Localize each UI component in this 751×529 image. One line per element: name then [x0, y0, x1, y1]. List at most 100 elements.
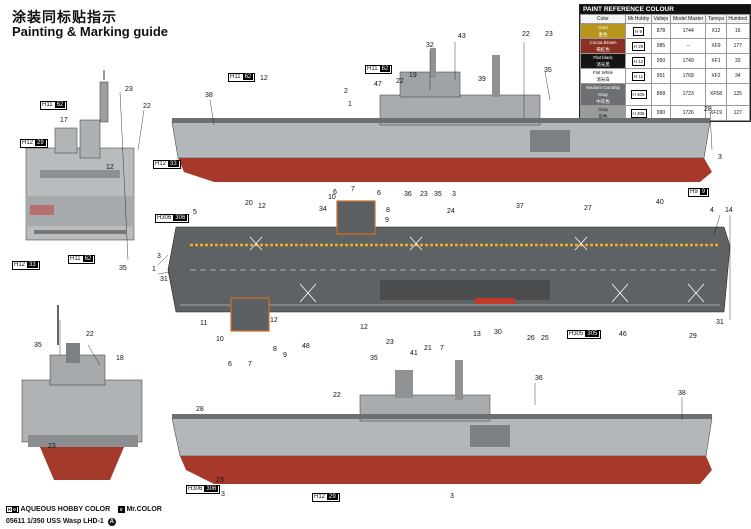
paint-mrhobby: H 306: [624, 105, 653, 121]
bow-view-upper: [25, 70, 135, 241]
callout-number: 23: [48, 443, 56, 450]
callout-number: 1: [348, 101, 352, 108]
callout-number: 13: [473, 331, 481, 338]
callout-number: 3: [221, 491, 225, 498]
callout-number: 25: [541, 335, 549, 342]
callout-number: 40: [656, 199, 664, 206]
callout-number: 35: [434, 191, 442, 198]
callout-number: 35: [119, 265, 127, 272]
callout-number: 23: [125, 86, 133, 93]
callout-number: 7: [351, 186, 355, 193]
callout-number: 30: [494, 329, 502, 336]
callout-number: 12: [260, 75, 268, 82]
callout-number: 27: [584, 205, 592, 212]
callout-number: 23: [216, 477, 224, 484]
paint-table-header: Color Mr.Hobby Vallejo Model Master Tami…: [580, 14, 751, 24]
callout-number: 10: [216, 336, 224, 343]
callout-number: 1: [152, 266, 156, 273]
callout-number: 20: [245, 200, 253, 207]
callout-number: 39: [478, 76, 486, 83]
legend-aqueous-label: AQUEOUS HOBBY COLOR: [20, 506, 111, 513]
callout-number: 12: [270, 317, 278, 324]
callout-number: 23: [420, 191, 428, 198]
callout-number: 12: [106, 164, 114, 171]
callout-number: 41: [410, 350, 418, 357]
callout-number: 46: [619, 331, 627, 338]
flight-deck-view: [167, 200, 731, 332]
callout-number: 22: [333, 392, 341, 399]
paint-mrhobby: H 305: [624, 83, 653, 106]
title-chinese: 涂装同标贴指示: [12, 10, 117, 26]
callout-number: 3: [452, 191, 456, 198]
callout-number: 22: [143, 103, 151, 110]
callout-number: 4: [710, 207, 714, 214]
callout-number: 31: [160, 276, 168, 283]
paint-reference-table: PAINT REFERENCE COLOUR Color Mr.Hobby Va…: [579, 4, 751, 122]
kit-title: 05611 1/350 USS Wasp LHD-1: [6, 518, 104, 525]
callout-number: 18: [116, 355, 124, 362]
sheet-badge: A: [107, 518, 116, 526]
callout-number: 12: [258, 203, 266, 210]
callout-number: 28: [196, 406, 204, 413]
callout-number: 17: [60, 117, 68, 124]
callout-number: 12: [360, 324, 368, 331]
callout-number: 6: [333, 189, 337, 196]
callout-number: 26: [527, 335, 535, 342]
bow-view-lower: [21, 305, 143, 480]
callout-number: 22: [86, 331, 94, 338]
callout-number: 3: [718, 154, 722, 161]
callout-number: 36: [535, 375, 543, 382]
legend-mrcolor-label: Mr.COLOR: [126, 506, 162, 513]
callout-number: 5: [193, 209, 197, 216]
callout-number: 47: [374, 81, 382, 88]
paint-mrhobby: H 12: [624, 53, 653, 69]
callout-number: 23: [545, 31, 553, 38]
callout-number: 22: [396, 78, 404, 85]
callout-number: 11: [200, 320, 208, 327]
callout-number: 31: [716, 319, 724, 326]
callout-number: 22: [522, 31, 530, 38]
callout-number: 8: [386, 207, 390, 214]
mrcolor-icon: 0: [118, 506, 125, 513]
callout-number: 35: [544, 67, 552, 74]
callout-number: 35: [370, 355, 378, 362]
title-english: Painting & Marking guide: [12, 24, 169, 39]
paint-humbrol: 127: [725, 105, 751, 121]
callout-number: 24: [447, 208, 455, 215]
callout-number: 7: [440, 345, 444, 352]
callout-number: 6: [228, 361, 232, 368]
callout-number: 28: [704, 106, 712, 113]
side-view-upper: [171, 48, 712, 182]
callout-number: 35: [34, 342, 42, 349]
callout-number: 7: [248, 361, 252, 368]
callout-number: 37: [516, 203, 524, 210]
callout-number: 21: [424, 345, 432, 352]
legend-mrcolor: 0 Mr.COLOR: [118, 506, 162, 513]
callout-number: 36: [404, 191, 412, 198]
side-view-lower: [171, 360, 713, 484]
callout-number: 3: [157, 253, 161, 260]
callout-number: 32: [426, 42, 434, 49]
callout-number: 9: [283, 352, 287, 359]
